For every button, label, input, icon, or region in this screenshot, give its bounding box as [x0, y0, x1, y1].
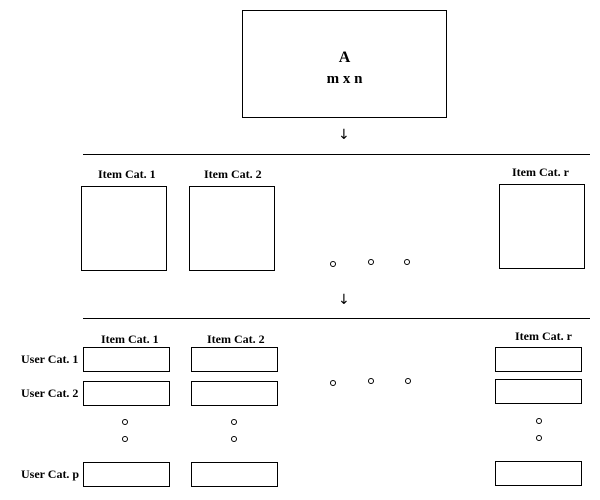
- user-cat-p-label: User Cat. p: [21, 467, 80, 481]
- grid-cell: [191, 462, 278, 487]
- user-cat-1-label: User Cat. 1: [21, 352, 79, 366]
- ellipsis-dot: [368, 259, 374, 265]
- ellipsis-dot: [405, 378, 411, 384]
- matrix-a-name: A: [338, 49, 351, 66]
- ellipsis-dot: [536, 418, 542, 424]
- ellipsis-dot: [122, 419, 128, 425]
- ellipsis-dot: [536, 435, 542, 441]
- down-arrow-2: ↓: [338, 292, 350, 308]
- down-arrow-1: ↓: [338, 127, 350, 143]
- grid-cell: [495, 379, 582, 404]
- ellipsis-dot: [330, 261, 336, 267]
- item-cat-r-label: Item Cat. r: [512, 165, 569, 179]
- grid-item-cat-2-label: Item Cat. 2: [207, 332, 265, 346]
- grid-cell: [83, 462, 170, 487]
- grid-item-cat-1-label: Item Cat. 1: [101, 332, 159, 346]
- item-cat-2-label: Item Cat. 2: [204, 167, 262, 181]
- divider-1: [83, 154, 590, 155]
- user-cat-2-label: User Cat. 2: [21, 386, 79, 400]
- grid-item-cat-r-label: Item Cat. r: [515, 329, 572, 343]
- ellipsis-dot: [368, 378, 374, 384]
- ellipsis-dot: [122, 436, 128, 442]
- ellipsis-dot: [231, 419, 237, 425]
- grid-cell: [191, 347, 278, 372]
- item-cat-1-label: Item Cat. 1: [98, 167, 156, 181]
- grid-cell: [495, 461, 582, 486]
- ellipsis-dot: [231, 436, 237, 442]
- matrix-a-box: A m x n: [242, 10, 447, 118]
- item-cat-r-block: [499, 184, 585, 269]
- item-cat-2-block: [189, 186, 275, 271]
- ellipsis-dot: [404, 259, 410, 265]
- grid-cell: [495, 347, 582, 372]
- matrix-a-dims: m x n: [326, 71, 363, 87]
- item-cat-1-block: [81, 186, 167, 271]
- grid-cell: [83, 347, 170, 372]
- divider-2: [83, 318, 590, 319]
- ellipsis-dot: [330, 380, 336, 386]
- grid-cell: [191, 381, 278, 406]
- grid-cell: [83, 381, 170, 406]
